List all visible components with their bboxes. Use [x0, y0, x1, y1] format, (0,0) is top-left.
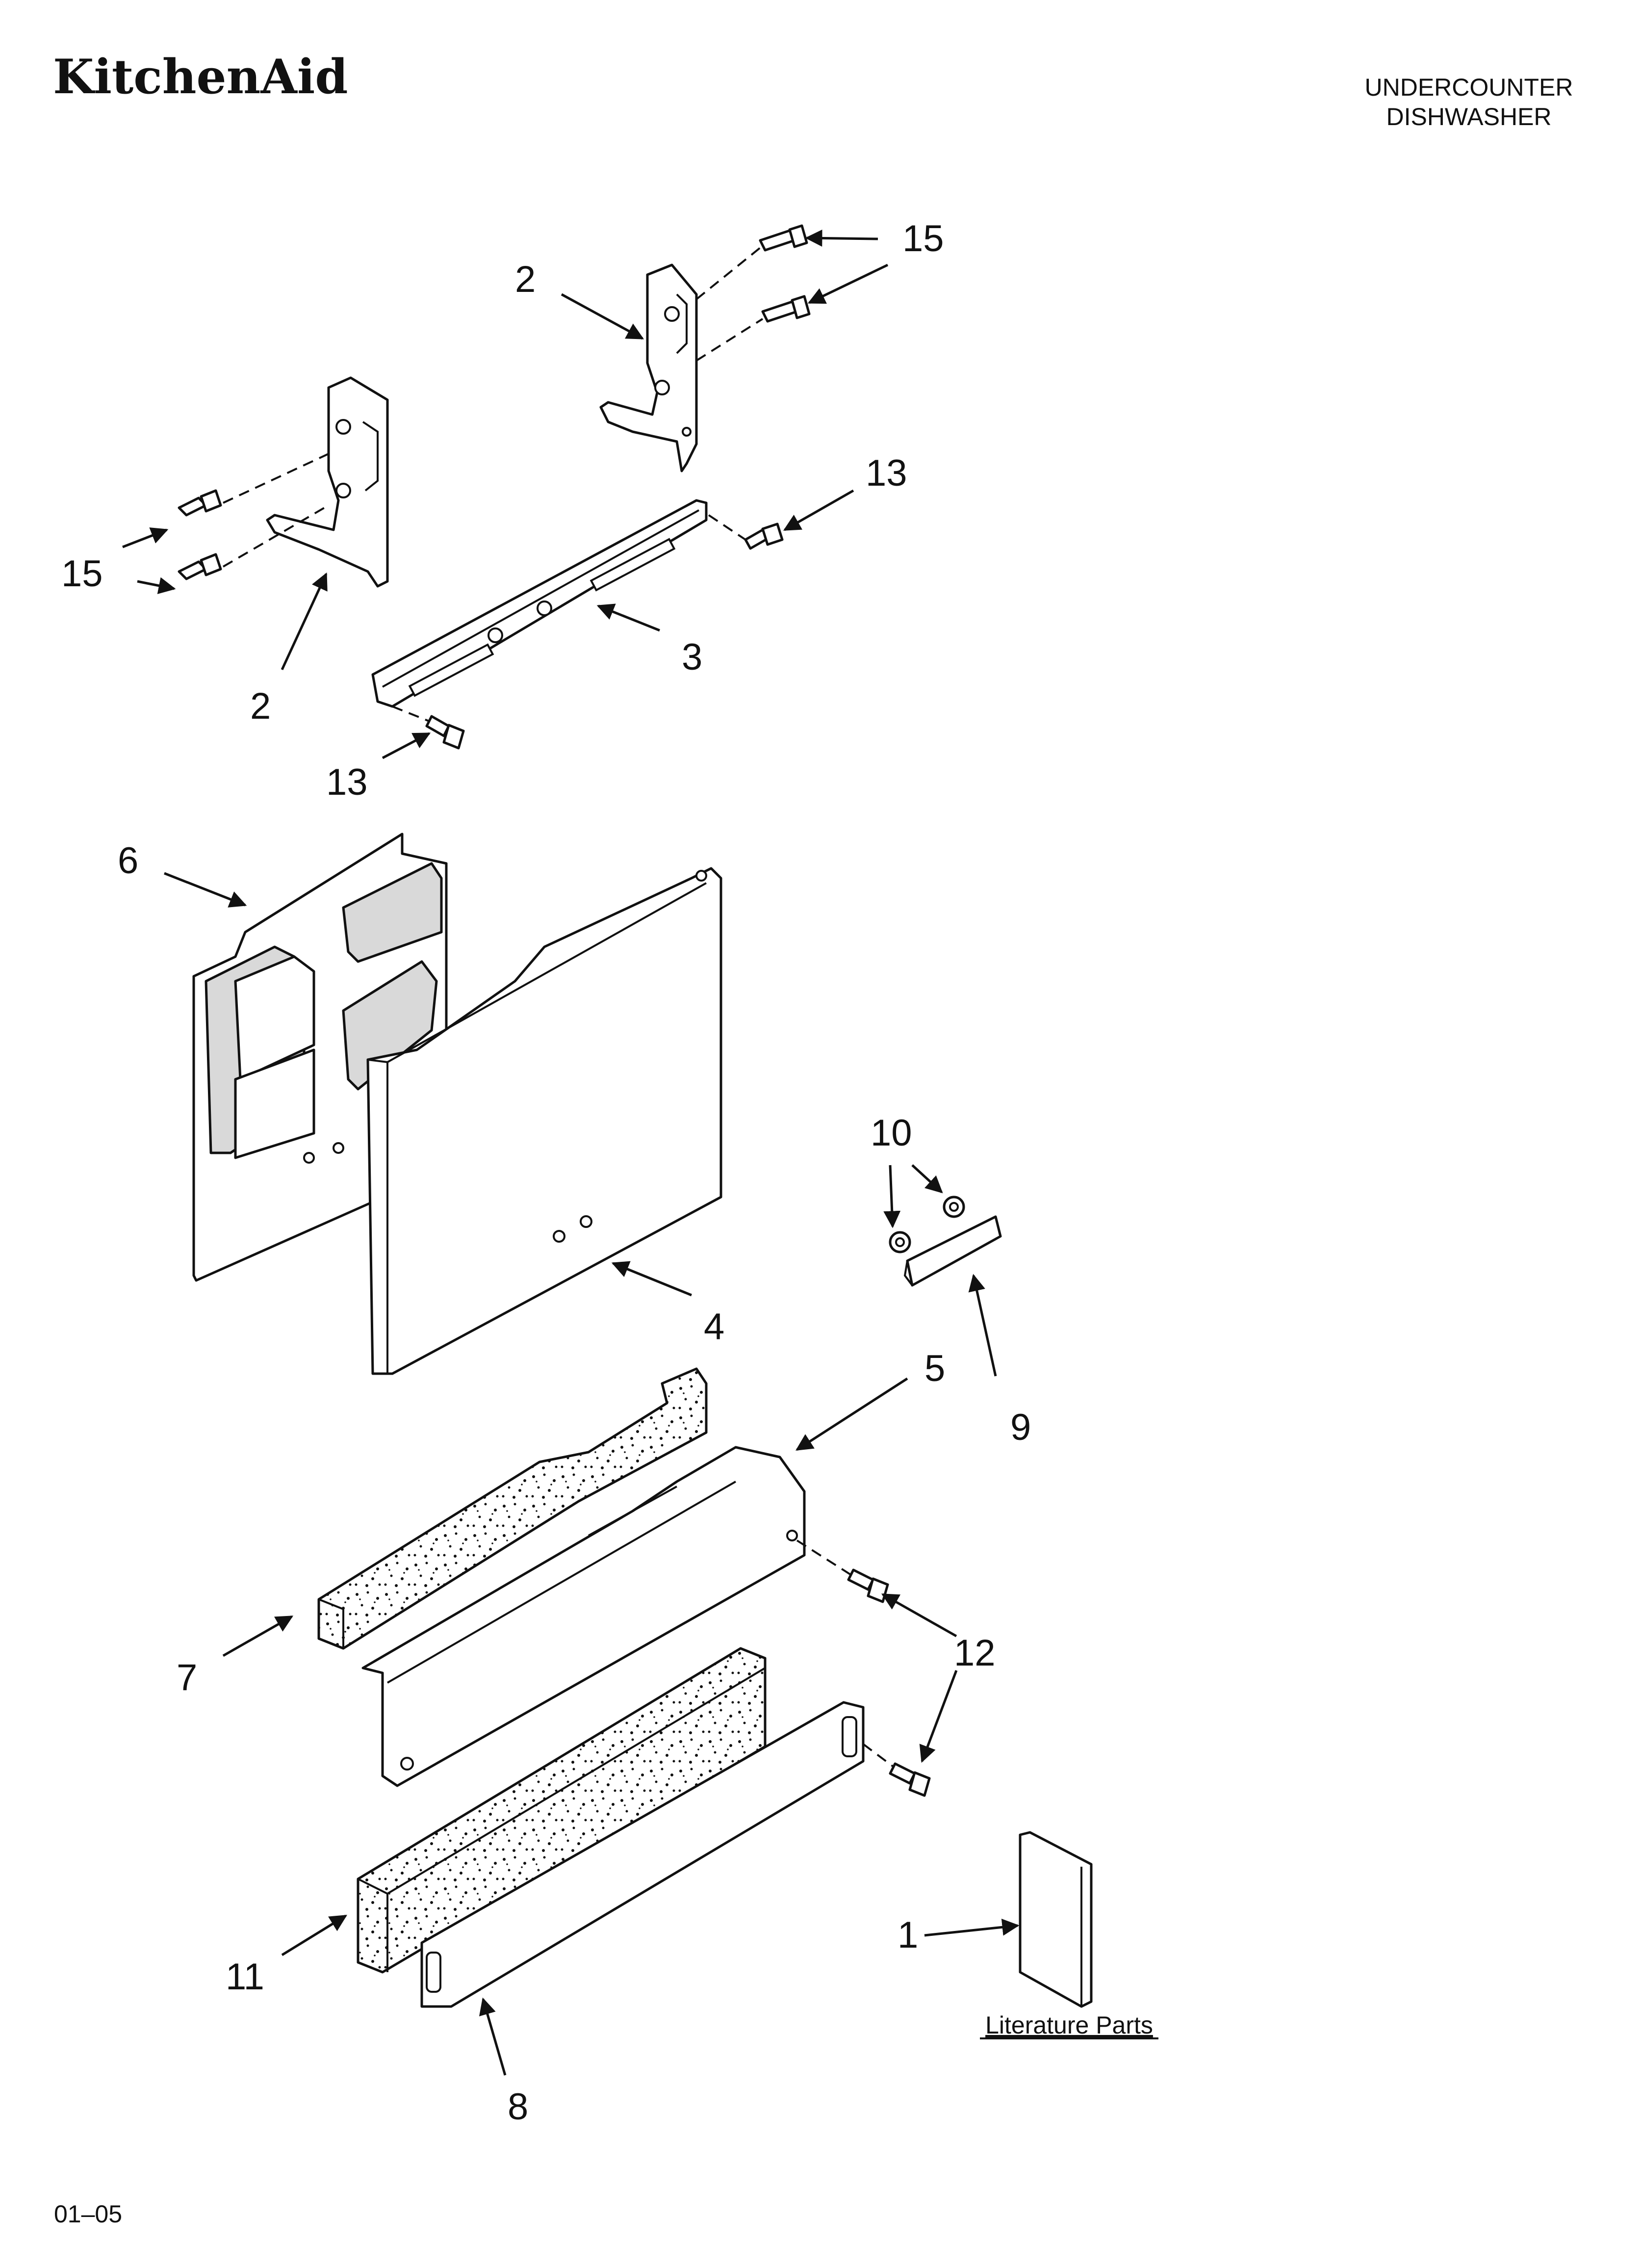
screw-15-left-a [178, 489, 222, 517]
foam-insulation-upper [317, 1367, 708, 1650]
kick-plate [361, 1446, 806, 1787]
callout-5: 5 [924, 1348, 945, 1389]
leader-lines [122, 229, 1020, 2076]
outer-door-panel [366, 867, 722, 1375]
screw-12-a [847, 1568, 889, 1603]
door-handle-badge [903, 1215, 1002, 1287]
callout-2-left: 2 [250, 685, 271, 727]
door-bracket-right [599, 263, 698, 472]
callout-13-bottom: 13 [326, 761, 368, 803]
callout-13-top: 13 [866, 452, 907, 494]
literature-parts-label: Literature Parts [985, 2011, 1153, 2039]
support-rail [371, 499, 708, 708]
callout-9: 9 [1010, 1407, 1031, 1448]
callout-4: 4 [704, 1306, 724, 1348]
screw-15-top-b [761, 295, 811, 323]
callout-11: 11 [226, 1956, 264, 1998]
callout-3: 3 [682, 636, 702, 678]
callout-12: 12 [954, 1632, 996, 1674]
footer-code: 01–05 [54, 2200, 122, 2228]
nut-10-b [943, 1196, 965, 1218]
callout-7: 7 [177, 1657, 197, 1698]
callout-1: 1 [898, 1914, 918, 1956]
callout-15-top: 15 [902, 218, 944, 260]
callout-15-left: 15 [61, 553, 103, 595]
callout-2-top: 2 [515, 259, 536, 300]
screw-13-bottom [425, 715, 465, 750]
screw-15-left-b [178, 553, 222, 580]
callout-6: 6 [118, 840, 138, 882]
literature-booklet [1019, 1831, 1093, 2008]
header-title-line1: UNDERCOUNTER [1365, 74, 1573, 101]
screw-12-b [889, 1762, 931, 1797]
screw-15-top-a [759, 224, 808, 252]
callout-8: 8 [508, 2086, 528, 2128]
door-bracket-left [266, 376, 389, 588]
callout-10: 10 [871, 1112, 912, 1154]
screw-13-right [744, 522, 784, 550]
toe-panel [420, 1701, 865, 2008]
brand-logo: KitchenAid [53, 49, 348, 104]
nut-10-a [889, 1231, 911, 1253]
header-title-line2: DISHWASHER [1386, 103, 1551, 130]
